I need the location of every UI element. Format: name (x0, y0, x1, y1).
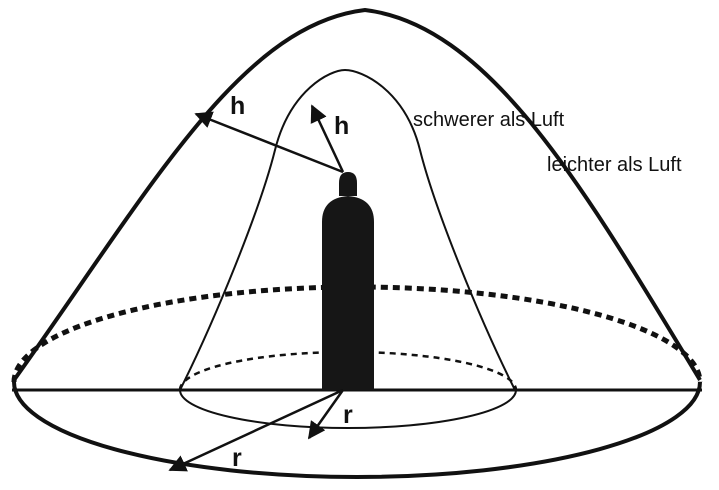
radius-label-inner: r (343, 401, 353, 429)
lighter-than-air-label: leichter als Luft (547, 154, 682, 176)
radius-arrows (168, 388, 345, 472)
inner-base-front-edge (179, 389, 517, 429)
height-arrow-inner (310, 104, 345, 173)
radius-label-outer: r (232, 444, 242, 472)
gas-cylinder-icon (322, 172, 374, 390)
heavier-than-air-label: schwerer als Luft (413, 109, 565, 131)
height-arrows (194, 104, 345, 174)
outer-base-front-edge (12, 381, 702, 479)
height-label-outer: h (230, 92, 245, 120)
radius-arrow-inner (307, 389, 345, 440)
height-label-inner: h (334, 112, 349, 140)
outer-cone-outline (12, 7, 702, 382)
radius-arrow-outer (168, 388, 344, 472)
inner-bell-outline (179, 68, 516, 391)
height-arrow-outer (194, 111, 344, 174)
